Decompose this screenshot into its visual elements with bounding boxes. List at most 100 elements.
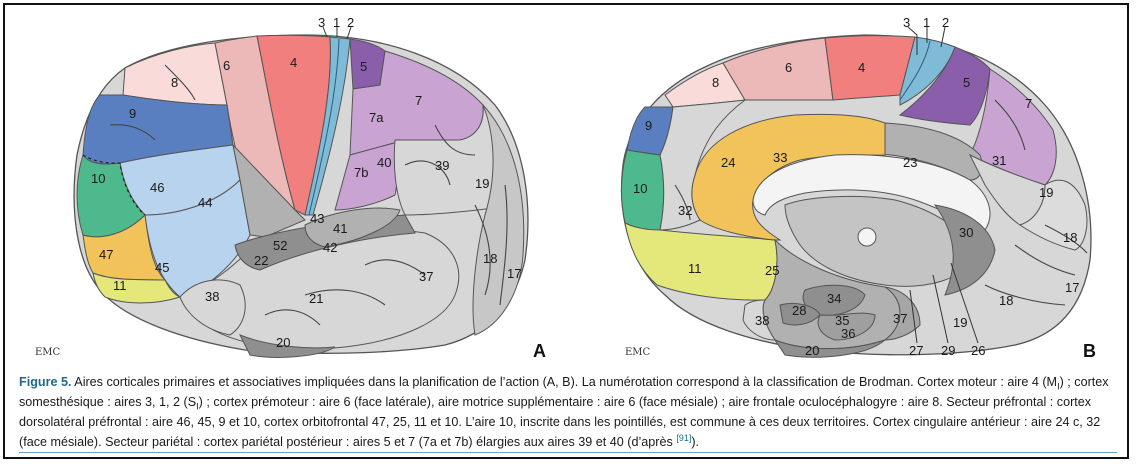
a-label-40: 40 <box>377 155 391 170</box>
b-label-19b: 19 <box>953 315 967 330</box>
b-label-11: 11 <box>688 261 702 276</box>
b-label-26: 26 <box>971 343 985 358</box>
panel-a-lateral-brain: 3 1 2 4 5 6 7 7a 7b 8 9 10 11 17 18 19 2… <box>35 15 546 361</box>
caption-reference-link[interactable]: [91] <box>676 432 692 443</box>
b-area-35-36 <box>817 312 876 341</box>
b-sulci <box>674 99 1088 306</box>
a-label-46: 46 <box>150 180 164 195</box>
caption-part-4: ). <box>691 435 700 449</box>
a-label-22: 22 <box>254 253 268 268</box>
a-area-10-dotted <box>82 154 146 216</box>
a-label-11: 11 <box>113 278 127 293</box>
a-label-37: 37 <box>419 269 433 284</box>
b-label-5: 5 <box>963 75 970 90</box>
a-label-38: 38 <box>205 289 219 304</box>
b-label-33: 33 <box>773 150 787 165</box>
a-label-45: 45 <box>155 260 169 275</box>
a-area-3-1-2-line <box>308 38 340 216</box>
a-label-6: 6 <box>223 58 230 73</box>
b-label-20: 20 <box>805 343 819 358</box>
a-area-20 <box>238 334 336 358</box>
b-label-3: 3 <box>903 15 910 30</box>
b-label-24: 24 <box>721 155 735 170</box>
b-area-30 <box>933 204 996 296</box>
a-label-4: 4 <box>290 55 297 70</box>
a-label-9: 9 <box>129 106 136 121</box>
b-label-8: 8 <box>712 75 719 90</box>
caption-sub-1: I <box>1057 381 1060 392</box>
b-label-1: 1 <box>923 15 930 30</box>
b-labels: 3 1 2 4 5 6 7 8 9 10 11 17 18 18 19 19 2… <box>633 15 1079 358</box>
b-area-6 <box>722 37 834 101</box>
a-label-44: 44 <box>198 195 212 210</box>
a-label-10: 10 <box>91 171 105 186</box>
b-label-31: 31 <box>992 153 1006 168</box>
b-label-2: 2 <box>942 15 949 30</box>
a-label-18: 18 <box>483 251 497 266</box>
b-panel-letter: B <box>1083 341 1096 361</box>
b-label-18b: 18 <box>999 293 1013 308</box>
a-label-52: 52 <box>273 238 287 253</box>
b-label-18a: 18 <box>1063 230 1077 245</box>
a-label-1: 1 <box>333 15 340 30</box>
a-label-47: 47 <box>99 247 113 262</box>
figure-label: Figure 5. <box>19 375 72 389</box>
a-area-41-42 <box>304 207 401 248</box>
b-label-37: 37 <box>893 311 907 326</box>
b-leader-lines <box>322 26 979 344</box>
b-area-32 <box>659 99 747 231</box>
panel-b-medial-brain: 3 1 2 4 5 6 7 8 9 10 11 17 18 18 19 19 2… <box>322 15 1096 361</box>
b-label-29: 29 <box>941 343 955 358</box>
caption-rule <box>19 452 1117 453</box>
b-label-32: 32 <box>678 203 692 218</box>
a-label-19: 19 <box>475 176 489 191</box>
figure-frame: 3 1 2 4 5 6 7 7a 7b 8 9 10 11 17 18 19 2… <box>3 3 1129 459</box>
a-panel-letter: A <box>533 341 546 361</box>
b-label-36: 36 <box>841 326 855 341</box>
b-label-9: 9 <box>645 118 652 133</box>
b-area-24 <box>691 113 886 241</box>
b-area-37 <box>883 286 921 341</box>
b-label-19a: 19 <box>1039 185 1053 200</box>
a-label-3: 3 <box>318 15 325 30</box>
b-label-4: 4 <box>858 60 865 75</box>
a-label-7b: 7b <box>354 165 368 180</box>
a-label-5: 5 <box>360 59 367 74</box>
a-label-2: 2 <box>347 15 354 30</box>
a-label-17: 17 <box>507 266 521 281</box>
b-label-17: 17 <box>1065 280 1079 295</box>
b-area-38 <box>742 299 776 341</box>
caption-sub-2: I <box>196 401 199 412</box>
a-area-8 <box>122 42 228 106</box>
b-label-27: 27 <box>909 343 923 358</box>
a-area-18-17 <box>472 104 525 336</box>
b-area-19-upper <box>1018 179 1088 251</box>
a-emc-watermark: EMC <box>35 347 61 358</box>
a-area-45 <box>144 178 251 298</box>
b-label-23: 23 <box>903 155 917 170</box>
caption-part-1: Aires corticales primaires et associativ… <box>71 375 1058 389</box>
a-label-7a: 7a <box>369 110 384 125</box>
a-label-20: 20 <box>276 335 290 350</box>
a-sulci <box>109 64 508 326</box>
b-commissure <box>857 227 877 247</box>
brain-figure: 3 1 2 4 5 6 7 7a 7b 8 9 10 11 17 18 19 2… <box>35 15 1096 361</box>
a-labels: 3 1 2 4 5 6 7 7a 7b 8 9 10 11 17 18 19 2… <box>91 15 521 350</box>
caption-part-3: ) ; cortex prémoteur : aire 6 (face laté… <box>19 395 1101 449</box>
a-label-41: 41 <box>333 221 347 236</box>
b-label-6: 6 <box>785 60 792 75</box>
b-label-34: 34 <box>827 291 841 306</box>
b-label-10: 10 <box>633 181 647 196</box>
a-label-7: 7 <box>415 93 422 108</box>
a-label-43: 43 <box>310 211 324 226</box>
figure-caption: Figure 5. Aires corticales primaires et … <box>19 375 1117 451</box>
a-label-39: 39 <box>435 158 449 173</box>
b-label-7: 7 <box>1025 96 1032 111</box>
caption-part-2: ) ; cortex somesthésique : aires 3, 1, 2… <box>19 375 1109 410</box>
b-label-38: 38 <box>755 313 769 328</box>
a-area-7b <box>334 139 406 211</box>
a-label-42: 42 <box>323 240 337 255</box>
b-label-30: 30 <box>959 225 973 240</box>
b-area-3-1-2-line <box>899 40 931 101</box>
b-label-25: 25 <box>765 263 779 278</box>
